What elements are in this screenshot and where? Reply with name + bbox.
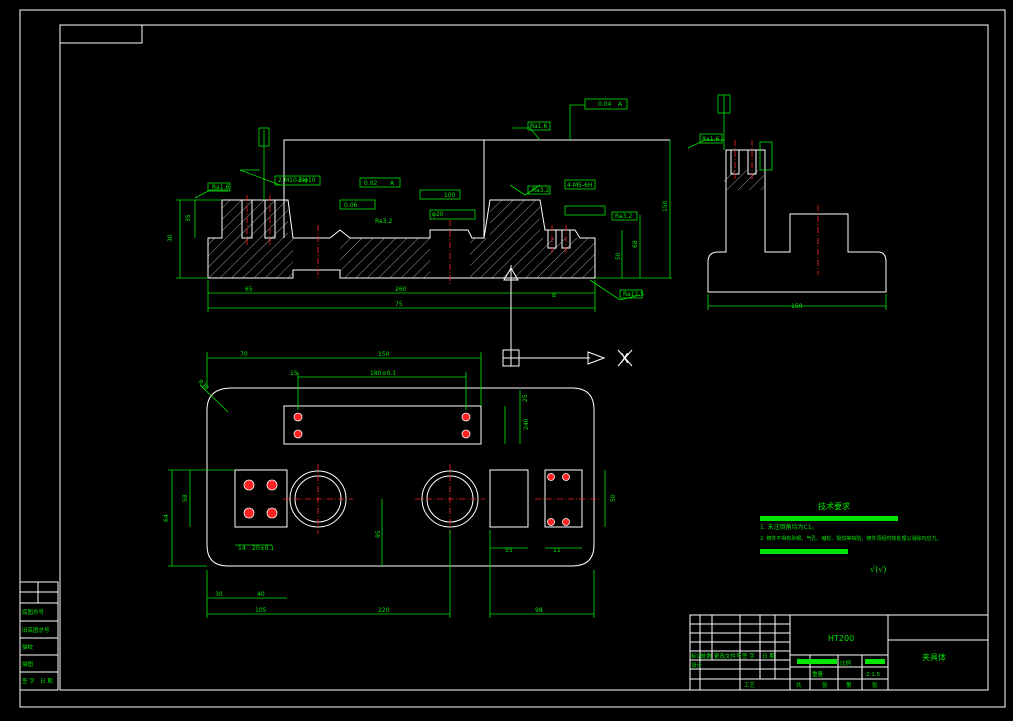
title-block-label: 工艺 xyxy=(744,682,756,689)
roughness-label: Ra3.2 xyxy=(375,218,392,225)
section-hatch xyxy=(208,238,293,278)
dimension-text: 15 xyxy=(290,370,298,377)
text-bar xyxy=(865,659,885,664)
datum-label: A xyxy=(618,101,623,108)
part-code: HT200 xyxy=(828,634,854,643)
title-block-label: 签 字 xyxy=(742,652,755,660)
hole-note: 4-M5-6H xyxy=(567,182,592,189)
left-margin-block: 底图总号 旧底图总号 描校 描图 签 字 日 期 xyxy=(19,581,59,691)
title-block: HT200 夹具体 2:1.5 标记 处数 更改文件号 签 字 日 期 设计 工… xyxy=(689,614,989,691)
dimension-text: 98 xyxy=(535,607,543,614)
dimension-text: 105 xyxy=(255,607,267,614)
tolerance-value: 0.02 xyxy=(364,180,378,187)
dimension-text: 150 xyxy=(791,303,803,310)
front-section-view xyxy=(176,98,672,367)
dimension-text: 85 xyxy=(375,530,382,538)
section-hatch xyxy=(470,238,595,278)
roughness-label: Ra12.5 xyxy=(623,291,644,298)
roughness-note: √(√) xyxy=(870,565,886,574)
section-hatch xyxy=(340,238,430,278)
title-block-label: 更改文件号 xyxy=(714,652,742,660)
tolerance-value: 0.04 xyxy=(598,101,612,108)
dimension-text: 30 xyxy=(215,591,223,598)
dimension-text: 25 xyxy=(522,394,529,402)
title-block-label: 标记 xyxy=(691,652,703,660)
tech-requirements-title: 技术要求 xyxy=(818,501,850,511)
part-name: 夹具体 xyxy=(922,652,946,662)
section-hatch xyxy=(724,170,764,190)
datum-label: B xyxy=(552,292,556,299)
dimension-text: 150 xyxy=(378,351,390,358)
text-bar xyxy=(797,659,837,664)
section-hatch xyxy=(490,200,540,238)
roughness-label: Ra1.6 xyxy=(530,123,547,130)
dimension-text: 65 xyxy=(245,286,253,293)
title-block-label: 处数 xyxy=(701,652,713,660)
roughness-label: Ra3.2 xyxy=(615,213,632,220)
title-block-label: 设计 xyxy=(691,661,703,669)
dimension-text: 30 xyxy=(167,234,174,242)
title-block-label: 第 xyxy=(846,681,852,689)
side-view: 150 Ra1.6 xyxy=(687,94,887,310)
dimension-text: 11 xyxy=(553,547,561,554)
dimension-text: R30 xyxy=(197,378,210,391)
dimension-text: 260 xyxy=(395,286,407,293)
dimension-text: 50 xyxy=(615,252,622,260)
title-block-label: 重量 xyxy=(812,670,824,678)
hole-note: 2-φ10 xyxy=(298,177,316,184)
datum-label: A xyxy=(390,180,395,187)
dimension-text: 64 xyxy=(163,514,170,522)
title-block-label: 比例 xyxy=(840,659,852,667)
dimension-text: 55 xyxy=(505,547,513,554)
dimension-text: 40 xyxy=(257,591,265,598)
drawing-frame xyxy=(19,9,1006,708)
text-bar xyxy=(760,549,848,554)
roughness-label: Ra1.6 xyxy=(212,184,229,191)
dimension-text: 100 xyxy=(444,192,456,199)
technical-requirements: 技术要求 1. 未注倒角均为C1。 2. 铸件不得有砂眼、气孔、缩松、裂纹等缺陷… xyxy=(760,501,941,574)
tolerance-value: 0.06 xyxy=(344,202,358,209)
dimension-text: 220 xyxy=(378,607,390,614)
left-block-label: 描校 xyxy=(22,643,34,651)
tech-requirement-line: 2. 铸件不得有砂眼、气孔、缩松、裂纹等缺陷，铸件须经时效处理以消除内应力。 xyxy=(760,535,941,542)
axis-label: X xyxy=(620,352,629,367)
hole-note: 2-M10-6H xyxy=(278,177,307,184)
text-bar xyxy=(760,516,898,521)
title-block-label: 张 xyxy=(822,681,828,689)
left-block-label: 日 期 xyxy=(40,678,53,685)
left-block-label: 描图 xyxy=(22,660,34,668)
hole-note: φ20 xyxy=(432,211,444,218)
roughness-label: Ra1.6 xyxy=(702,136,719,143)
front-view-annotations: Ra1.6 Ra3.2 Ra1.6 Ra3.2 Ra3.2 Ra12.5 0.0… xyxy=(167,101,669,367)
left-block-label: 旧底图总号 xyxy=(22,626,50,634)
dimension-text: 70 xyxy=(240,351,248,358)
section-hatch xyxy=(222,200,288,238)
dimension-text: 35 xyxy=(185,214,192,222)
left-block-label: 签 字 xyxy=(22,677,35,685)
left-block-label: 底图总号 xyxy=(22,608,45,616)
tech-requirement-line: 1. 未注倒角均为C1。 xyxy=(760,523,818,531)
dimension-text: 14 xyxy=(238,545,246,552)
dimension-text: 68 xyxy=(632,240,639,248)
dimension-text: 20±0.1 xyxy=(252,545,274,552)
scale-value: 2:1.5 xyxy=(866,672,881,678)
dimension-text: 50 xyxy=(610,494,617,502)
dimension-text: 150 xyxy=(662,200,669,212)
dimension-text: 58 xyxy=(182,494,189,502)
dimension-text: 75 xyxy=(395,301,403,308)
title-block-label: 日 期 xyxy=(762,653,775,660)
dimension-text: 240 xyxy=(523,418,530,430)
roughness-label: Ra3.2 xyxy=(532,187,549,194)
dimension-text: 180±0.1 xyxy=(370,370,396,377)
title-block-label: 张 xyxy=(872,681,878,689)
top-view: 70 150 180±0.1 15 25 240 R30 64 58 50 85… xyxy=(163,351,617,618)
title-block-label: 共 xyxy=(796,681,802,689)
